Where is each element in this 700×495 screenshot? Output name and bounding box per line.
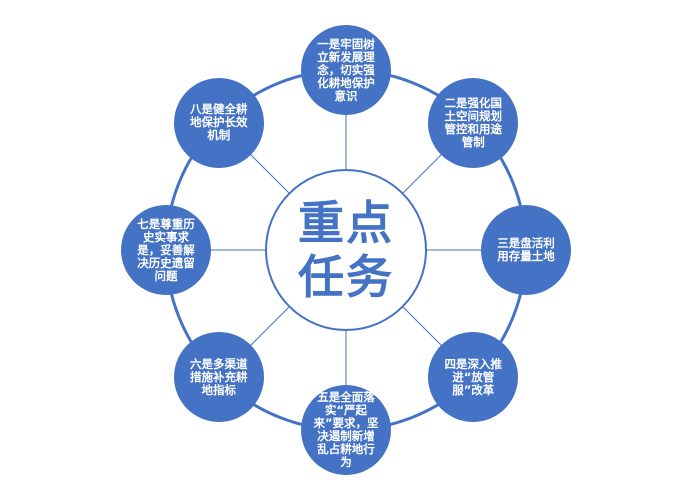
task-node: 一是牢固树立新发展理念，切实强化耕地保护意识 — [301, 25, 391, 115]
task-node: 八是健全耕地保护长效机制 — [173, 77, 264, 168]
task-label: 六是多渠道措施补充耕地指标 — [189, 356, 248, 397]
connector-line — [250, 306, 290, 346]
task-label: 四是深入推进“放管服”改革 — [444, 356, 503, 397]
center-label: 重点任务 — [298, 196, 394, 304]
task-node: 三是盘活利用存量土地 — [481, 205, 571, 295]
task-node: 二是强化国土空间规划管控和用途管制 — [428, 77, 519, 168]
task-node: 六是多渠道措施补充耕地指标 — [173, 332, 264, 423]
task-label: 一是牢固树立新发展理念，切实强化耕地保护意识 — [317, 36, 375, 103]
task-node: 四是深入推进“放管服”改革 — [428, 332, 519, 423]
task-label: 三是盘活利用存量土地 — [497, 236, 555, 263]
task-label: 八是健全耕地保护长效机制 — [189, 102, 248, 143]
center-node: 重点任务 — [265, 169, 427, 331]
task-label: 二是强化国土空间规划管控和用途管制 — [444, 95, 503, 149]
task-node: 五是全面落实“严起来”要求，坚决遏制新增乱占耕地行为 — [301, 385, 391, 475]
connector-line — [402, 154, 442, 194]
connector-line — [402, 306, 442, 346]
task-node: 七是尊重历史实事求是，妥善解决历史遗留问题 — [121, 205, 211, 295]
task-label: 七是尊重历史实事求是，妥善解决历史遗留问题 — [137, 216, 195, 283]
connector-line — [250, 154, 290, 194]
task-label: 五是全面落实“严起来”要求，坚决遏制新增乱占耕地行为 — [313, 390, 379, 469]
